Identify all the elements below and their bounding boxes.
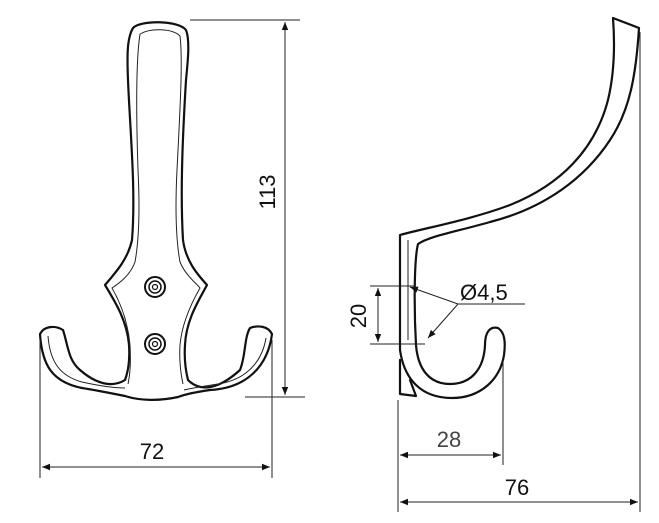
width-dimension-label: 72: [140, 439, 164, 464]
hole-diameter-label: Ø4,5: [460, 280, 508, 305]
total-depth-label: 76: [505, 475, 529, 500]
front-body-inner-line: [111, 29, 201, 385]
front-body-outline: [38, 21, 274, 401]
hole-spacing-label: 20: [346, 304, 371, 328]
hole-leader-lower: [427, 303, 459, 339]
hole-leader-upper: [409, 286, 459, 305]
screw-hole-lower: [144, 333, 166, 355]
front-left-hook-inner: [47, 335, 126, 389]
side-base-lip: [398, 358, 418, 398]
hook-depth-label: 28: [437, 427, 461, 452]
height-dimension-label: 113: [255, 174, 280, 209]
side-hook-outline: [398, 16, 641, 400]
screw-hole-upper: [144, 276, 166, 298]
front-view: 113 72: [38, 19, 305, 478]
front-right-hook-inner: [183, 337, 267, 391]
side-view: Ø4,5 20 28 76: [346, 16, 641, 512]
